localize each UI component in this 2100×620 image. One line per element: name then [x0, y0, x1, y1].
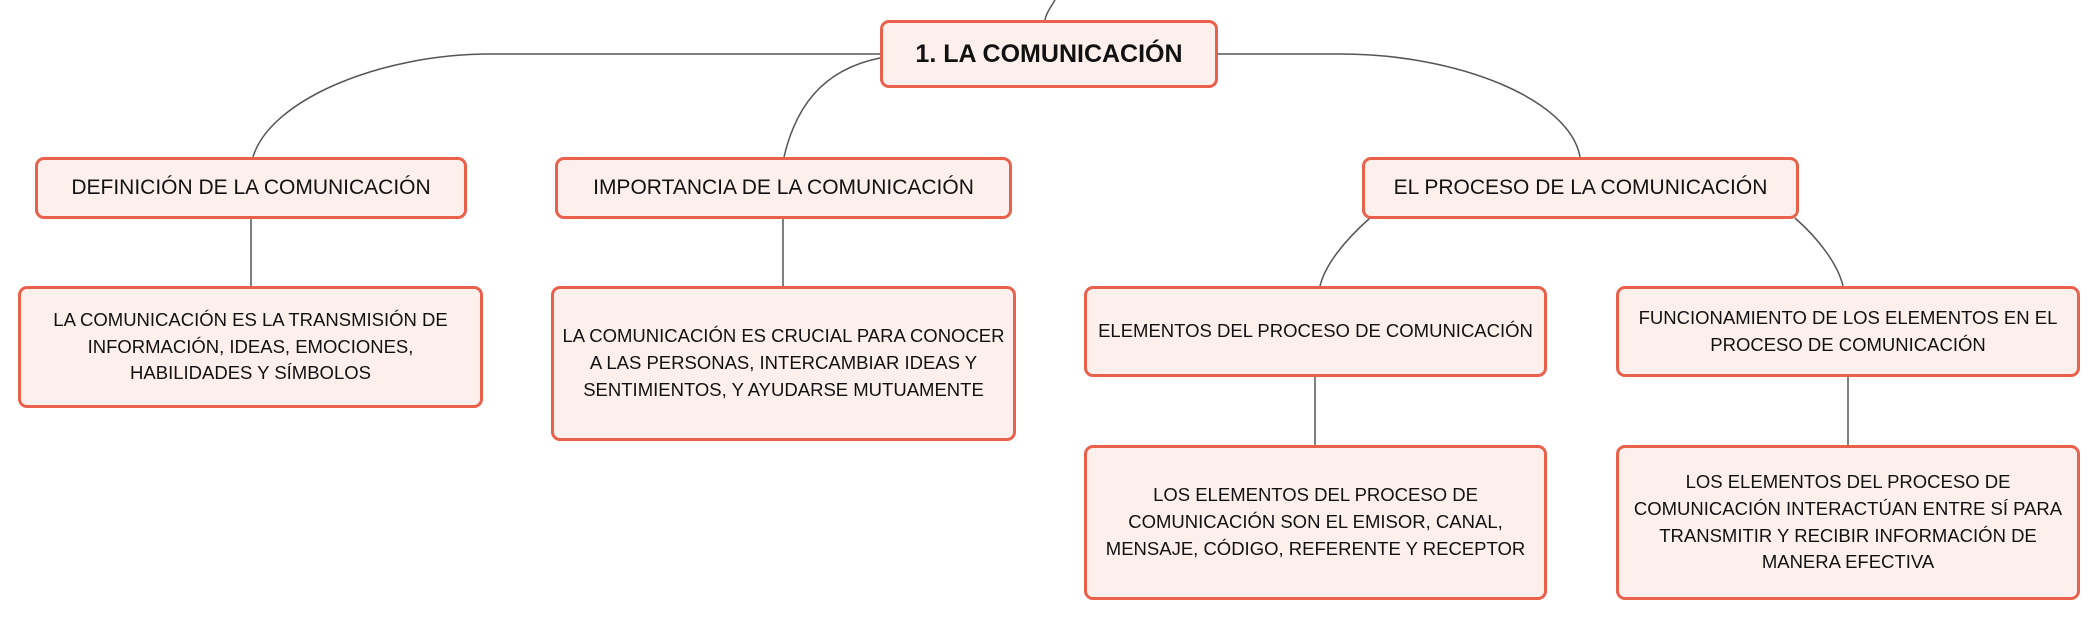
detail-node-importancia[interactable]: LA COMUNICACIÓN ES CRUCIAL PARA CONOCER … [551, 286, 1016, 441]
topic-node-label: DEFINICIÓN DE LA COMUNICACIÓN [71, 176, 431, 199]
connector-proceso-to-funcionamiento [1794, 217, 1844, 287]
topic-node-label: EL PROCESO DE LA COMUNICACIÓN [1393, 176, 1768, 199]
subtopic-node-label: ELEMENTOS DEL PROCESO DE COMUNICACIÓN [1098, 320, 1533, 342]
root-node-label: 1. LA COMUNICACIÓN [915, 39, 1183, 68]
detail-node-text: LA COMUNICACIÓN ES LA TRANSMISIÓN DE INF… [53, 308, 448, 384]
connector-parent-to-root [1044, 0, 1056, 21]
connector-root-to-importancia [783, 57, 881, 158]
topic-node-importancia[interactable]: IMPORTANCIA DE LA COMUNICACIÓN [555, 157, 1012, 219]
topic-node-label: IMPORTANCIA DE LA COMUNICACIÓN [593, 176, 974, 199]
detail-node-text: LOS ELEMENTOS DEL PROCESO DE COMUNICACIÓ… [1633, 470, 2063, 573]
connector-proceso-to-elementos [1319, 217, 1371, 287]
topic-node-proceso[interactable]: EL PROCESO DE LA COMUNICACIÓN [1362, 157, 1799, 219]
detail-node-text: LOS ELEMENTOS DEL PROCESO DE COMUNICACIÓ… [1105, 484, 1526, 559]
topic-node-definicion[interactable]: DEFINICIÓN DE LA COMUNICACIÓN [35, 157, 467, 219]
detail-node-definicion[interactable]: LA COMUNICACIÓN ES LA TRANSMISIÓN DE INF… [18, 286, 483, 408]
subtopic-node-label: FUNCIONAMIENTO DE LOS ELEMENTOS EN EL PR… [1638, 306, 2058, 355]
connector-root-to-definicion [252, 53, 880, 158]
detail-node-text: LA COMUNICACIÓN ES CRUCIAL PARA CONOCER … [562, 325, 1005, 400]
subtopic-node-elementos[interactable]: ELEMENTOS DEL PROCESO DE COMUNICACIÓN [1084, 286, 1547, 377]
root-node[interactable]: 1. LA COMUNICACIÓN [880, 20, 1218, 88]
detail-node-elementos[interactable]: LOS ELEMENTOS DEL PROCESO DE COMUNICACIÓ… [1084, 445, 1547, 600]
detail-node-funcionamiento[interactable]: LOS ELEMENTOS DEL PROCESO DE COMUNICACIÓ… [1616, 445, 2080, 600]
subtopic-node-funcionamiento[interactable]: FUNCIONAMIENTO DE LOS ELEMENTOS EN EL PR… [1616, 286, 2080, 377]
connector-root-to-proceso [1217, 53, 1581, 158]
